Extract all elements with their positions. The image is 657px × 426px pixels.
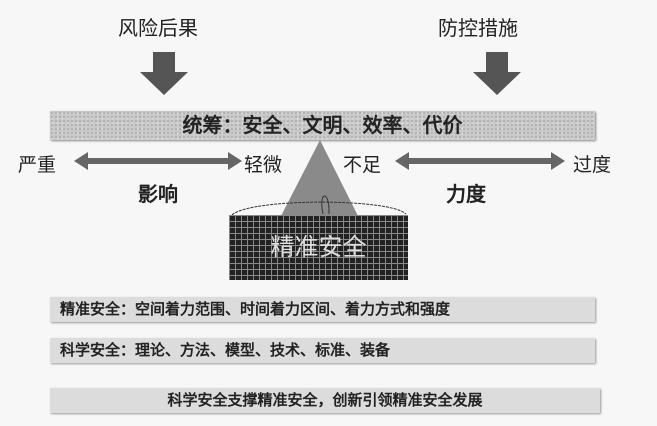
force-label: 力度 xyxy=(446,182,486,206)
risk-consequence-title: 风险后果 xyxy=(118,16,198,40)
coordination-bar: 统筹：安全、文明、效率、代价 xyxy=(50,111,595,140)
prevention-measures-title: 防控措施 xyxy=(438,16,518,40)
impact-label: 影响 xyxy=(138,182,178,206)
precision-safety-box: 精准安全：空间着力范围、时间着力区间、着力方式和强度 xyxy=(50,297,595,322)
impact-severe-label: 严重 xyxy=(18,154,57,176)
scientific-safety-box: 科学安全：理论、方法、模型、技术、标准、装备 xyxy=(50,338,595,363)
force-insufficient-label: 不足 xyxy=(343,154,382,176)
conclusion-box: 科学安全支撑精准安全，创新引领精准安全发展 xyxy=(50,388,600,413)
down-arrow-right xyxy=(473,52,521,95)
impact-arrow xyxy=(74,152,242,170)
precision-safety-block: 精准安全 xyxy=(229,215,408,280)
force-excessive-label: 过度 xyxy=(573,154,612,176)
fulcrum-triangle xyxy=(281,140,358,216)
rotation-arrow xyxy=(231,201,407,216)
force-arrow xyxy=(395,152,565,170)
impact-minor-label: 轻微 xyxy=(244,154,283,176)
down-arrow-left xyxy=(140,52,188,95)
